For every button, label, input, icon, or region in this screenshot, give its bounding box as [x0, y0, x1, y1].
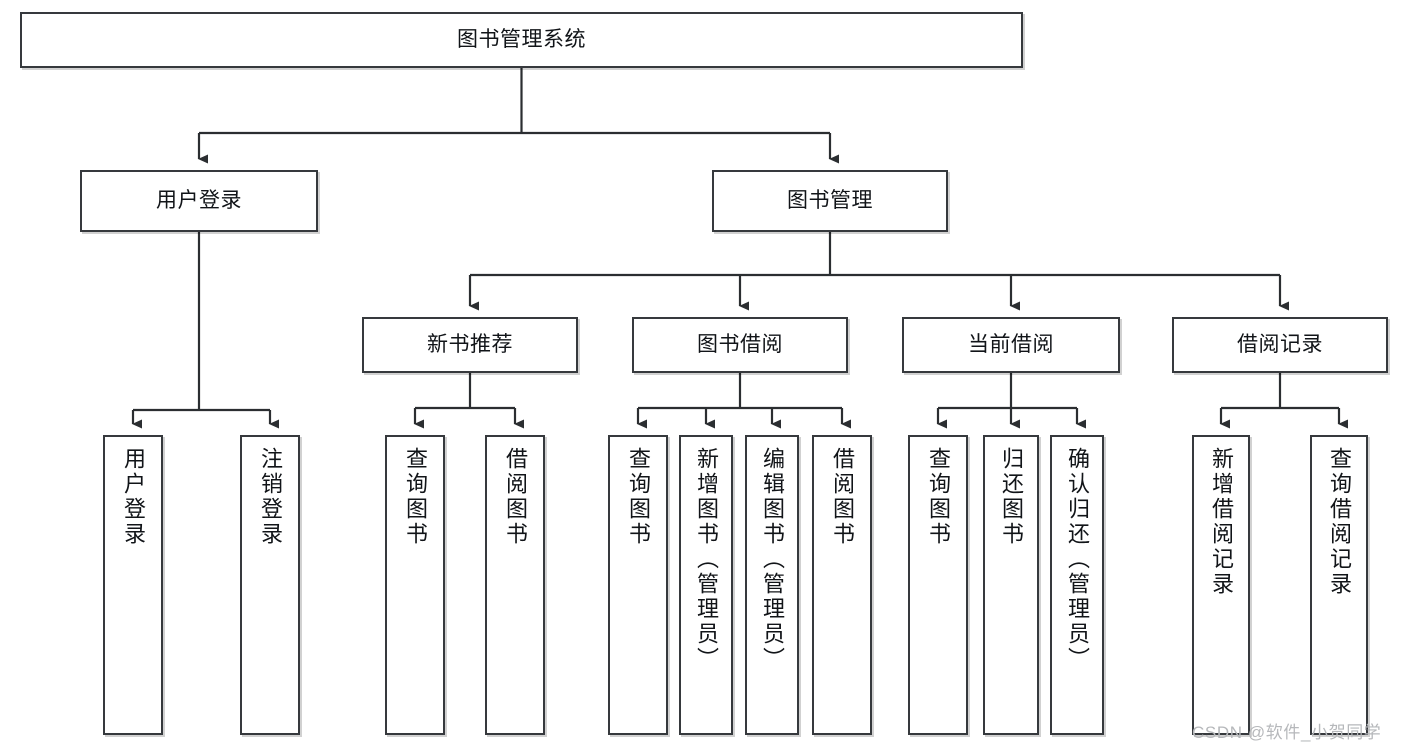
node-leaf-cur-1[interactable]: 查询图书: [908, 435, 968, 735]
node-label-leaf-login-2: 注销登录: [258, 447, 283, 547]
node-label-leaf-cur-2: 归还图书: [999, 447, 1024, 547]
node-root[interactable]: 图书管理系统: [20, 12, 1023, 68]
edge-bus-records: [1221, 373, 1339, 410]
node-leaf-login-1[interactable]: 用户登录: [103, 435, 163, 735]
node-leaf-bor-1[interactable]: 查询图书: [608, 435, 668, 735]
node-bookmgmt[interactable]: 图书管理: [712, 170, 948, 232]
node-label-current: 当前借阅: [968, 333, 1054, 357]
node-records[interactable]: 借阅记录: [1172, 317, 1388, 373]
node-label-leaf-new-1: 查询图书: [403, 447, 428, 547]
node-label-login: 用户登录: [156, 189, 242, 213]
edge-bus-current: [938, 373, 1077, 410]
node-leaf-cur-2[interactable]: 归还图书: [983, 435, 1039, 735]
node-leaf-bor-2[interactable]: 新增图书（管理员）: [679, 435, 733, 735]
node-borrow[interactable]: 图书借阅: [632, 317, 848, 373]
node-label-leaf-rec-2: 查询借阅记录: [1327, 447, 1352, 597]
node-label-newrec: 新书推荐: [427, 333, 513, 357]
node-login[interactable]: 用户登录: [80, 170, 318, 232]
node-label-leaf-bor-1: 查询图书: [626, 447, 651, 547]
node-current[interactable]: 当前借阅: [902, 317, 1120, 373]
node-leaf-new-2[interactable]: 借阅图书: [485, 435, 545, 735]
node-label-leaf-bor-3: 编辑图书（管理员）: [760, 447, 785, 672]
edge-bus-bookmgmt: [470, 232, 1280, 277]
node-newrec[interactable]: 新书推荐: [362, 317, 578, 373]
node-leaf-rec-2[interactable]: 查询借阅记录: [1310, 435, 1368, 735]
node-label-leaf-new-2: 借阅图书: [503, 447, 528, 547]
node-label-bookmgmt: 图书管理: [787, 189, 873, 213]
node-label-leaf-login-1: 用户登录: [121, 447, 146, 547]
node-leaf-rec-1[interactable]: 新增借阅记录: [1192, 435, 1250, 735]
node-label-leaf-rec-1: 新增借阅记录: [1209, 447, 1234, 597]
node-leaf-bor-4[interactable]: 借阅图书: [812, 435, 872, 735]
node-label-borrow: 图书借阅: [697, 333, 783, 357]
node-leaf-login-2[interactable]: 注销登录: [240, 435, 300, 735]
edge-bus-login: [133, 232, 270, 412]
node-leaf-new-1[interactable]: 查询图书: [385, 435, 445, 735]
node-label-leaf-bor-2: 新增图书（管理员）: [694, 447, 719, 672]
node-label-root: 图书管理系统: [457, 28, 586, 52]
node-label-leaf-cur-3: 确认归还（管理员）: [1065, 447, 1090, 672]
node-label-leaf-cur-1: 查询图书: [926, 447, 951, 547]
edge-bus-root: [199, 68, 830, 135]
node-leaf-cur-3[interactable]: 确认归还（管理员）: [1050, 435, 1104, 735]
node-leaf-bor-3[interactable]: 编辑图书（管理员）: [745, 435, 799, 735]
node-label-leaf-bor-4: 借阅图书: [830, 447, 855, 547]
edge-bus-borrow: [638, 373, 842, 410]
watermark-label: CSDN @软件_小贺同学: [1192, 723, 1382, 742]
edge-bus-newrec: [415, 373, 515, 410]
node-label-records: 借阅记录: [1237, 333, 1323, 357]
